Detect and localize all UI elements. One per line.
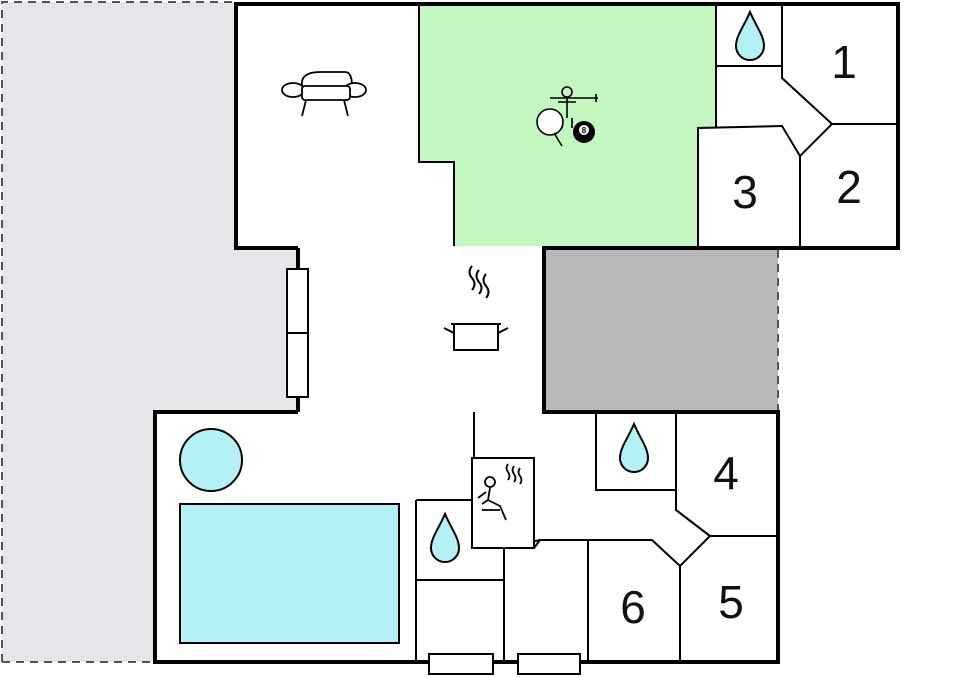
north-bedroom-walls [697,4,898,246]
cooking-pot-icon [443,265,509,351]
table-tennis-icon [536,108,564,147]
hot-tub [179,428,243,492]
south-interior-walls [415,412,778,662]
water-drop-icon [734,9,766,61]
south-windows [428,653,581,675]
sofa-icon [281,71,367,117]
sauna-icon [477,463,523,521]
billiard-ball-icon: 8 [573,121,595,143]
room-2-label: 2 [836,161,862,213]
room-5-label: 5 [718,576,744,628]
foosball-icon [550,86,598,128]
swimming-pool [179,503,400,644]
room-3-label: 3 [732,166,758,218]
room-4-label: 4 [713,447,739,499]
window [286,268,309,398]
garage [544,250,779,412]
svg-text:8: 8 [582,126,587,135]
water-drop-icon [618,421,650,473]
water-drop-icon [429,511,461,563]
sauna [471,457,535,549]
room-1-label: 1 [831,36,857,88]
terrace [1,1,298,663]
room-6-label: 6 [620,581,646,633]
game-room [419,4,716,246]
